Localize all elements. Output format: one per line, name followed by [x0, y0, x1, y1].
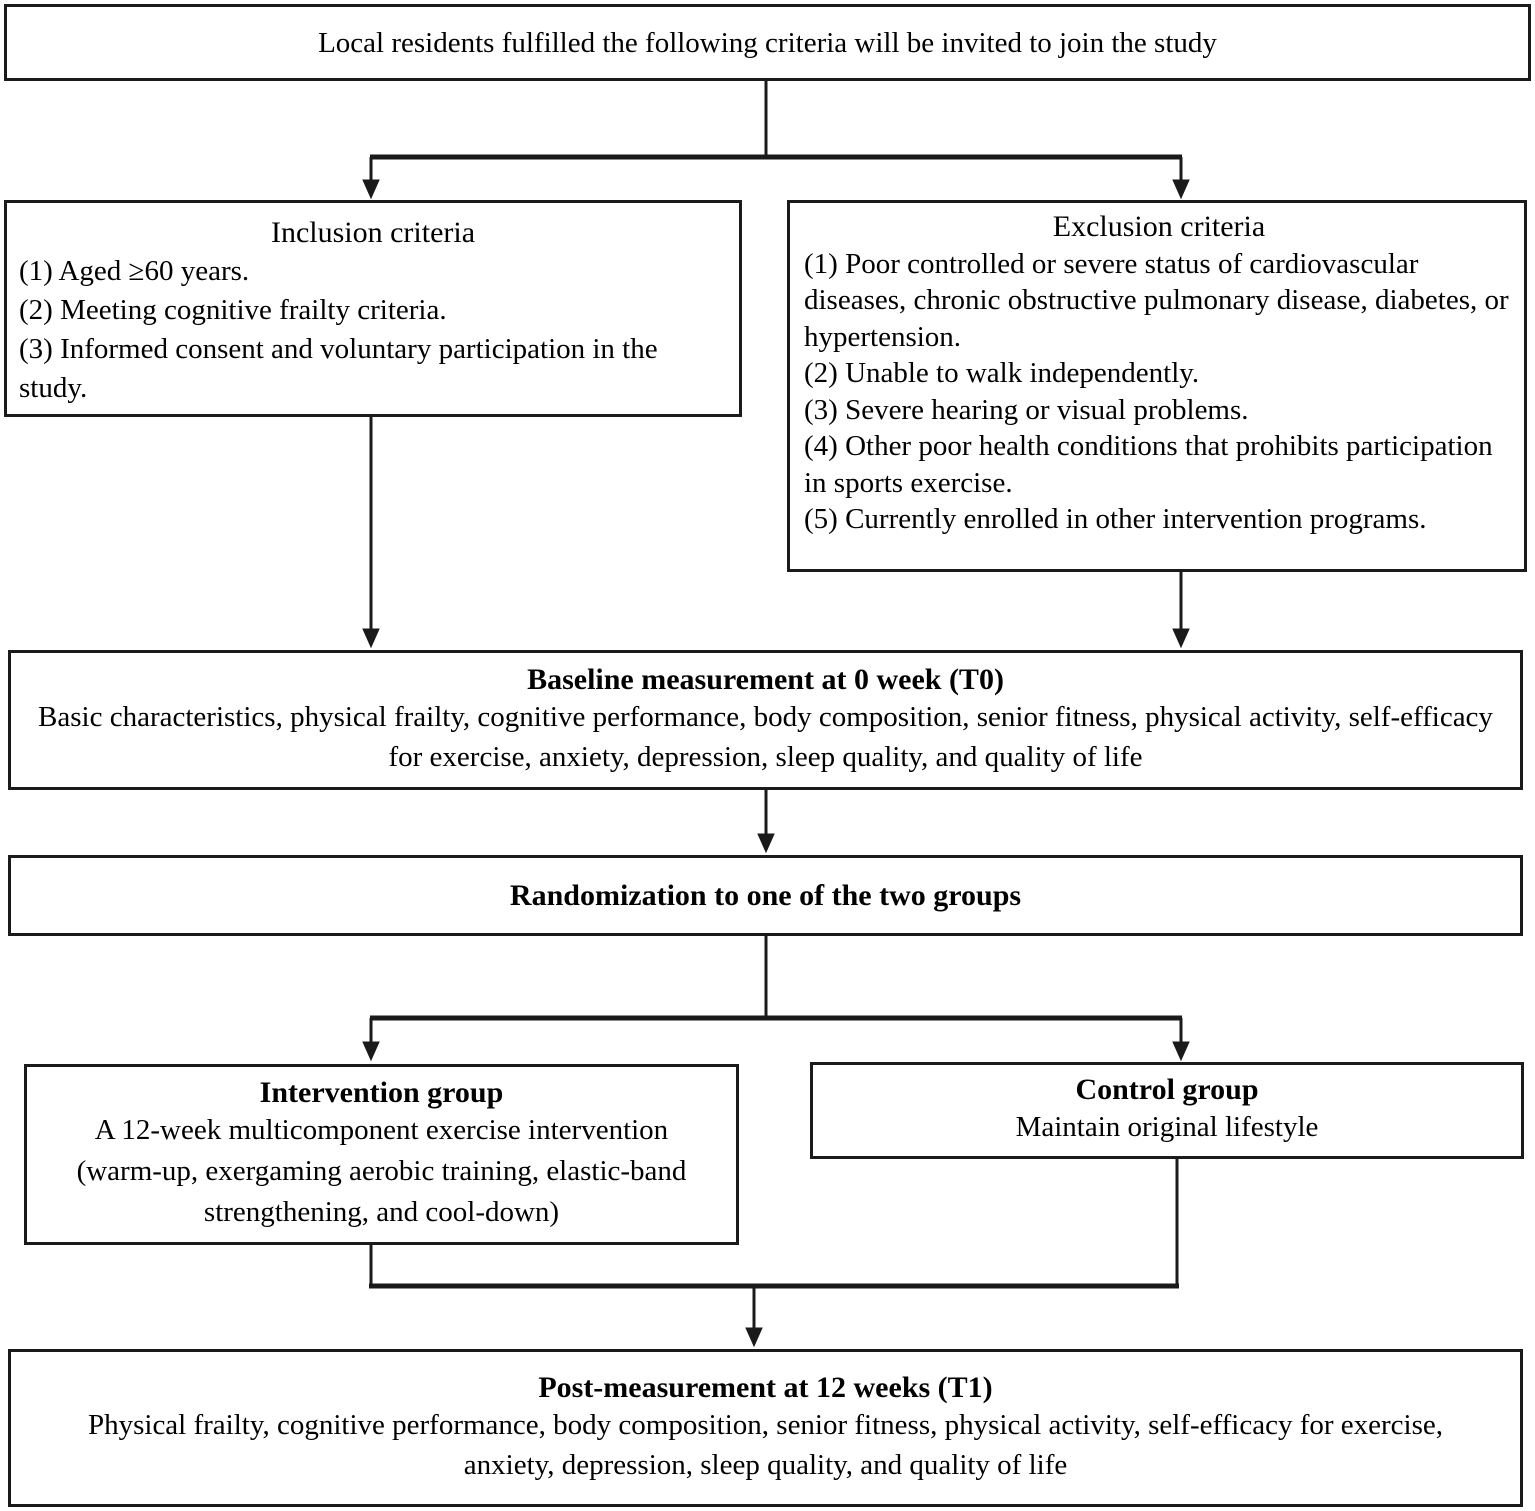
exclusion-item-1: (1) Poor controlled or severe status of …	[804, 247, 1509, 353]
exclusion-to-baseline-arrow	[1172, 572, 1190, 649]
baseline-measurement-box: Baseline measurement at 0 week (T0) Basi…	[8, 650, 1523, 790]
exclusion-item-4: (4) Other poor health conditions that pr…	[804, 430, 1493, 499]
inclusion-to-baseline-arrow	[362, 417, 380, 649]
intervention-group-box: Intervention group A 12-week multicompon…	[24, 1064, 739, 1245]
exclusion-item-2: (2) Unable to walk independently.	[804, 357, 1200, 389]
arrowhead-icon	[1172, 179, 1190, 200]
arrowhead-icon	[362, 628, 380, 649]
control-group-box: Control group Maintain original lifestyl…	[810, 1062, 1524, 1159]
arrowhead-icon	[757, 833, 775, 854]
eligibility-text: Local residents fulfilled the following …	[318, 26, 1217, 59]
intervention-title: Intervention group	[259, 1076, 504, 1109]
control-title: Control group	[1075, 1073, 1259, 1106]
randomization-box: Randomization to one of the two groups	[8, 855, 1523, 936]
merge-to-post-connector	[369, 1158, 1179, 1348]
arrowhead-icon	[1172, 1041, 1190, 1062]
inclusion-title: Inclusion criteria	[270, 216, 476, 249]
baseline-title: Baseline measurement at 0 week (T0)	[527, 663, 1004, 696]
baseline-body: Basic characteristics, physical frailty,…	[38, 701, 1493, 773]
intervention-body: A 12-week multicomponent exercise interv…	[76, 1114, 687, 1228]
inclusion-item-3: (3) Informed consent and voluntary parti…	[19, 333, 658, 404]
exclusion-item-5: (5) Currently enrolled in other interven…	[804, 503, 1427, 535]
inclusion-criteria-box: Inclusion criteria (1) Aged ≥60 years. (…	[4, 200, 742, 417]
post-measurement-box: Post-measurement at 12 weeks (T1) Physic…	[8, 1349, 1523, 1507]
split-groups-connector	[362, 935, 1190, 1062]
post-body: Physical frailty, cognitive performance,…	[87, 1409, 1444, 1481]
arrowhead-icon	[362, 1041, 380, 1062]
randomization-title: Randomization to one of the two groups	[509, 878, 1022, 912]
exclusion-item-3: (3) Severe hearing or visual problems.	[804, 393, 1249, 426]
inclusion-item-1: (1) Aged ≥60 years.	[19, 255, 250, 287]
split-top-connector	[362, 80, 1190, 200]
exclusion-criteria-box: Exclusion criteria (1) Poor controlled o…	[787, 200, 1527, 572]
arrowhead-icon	[745, 1327, 763, 1348]
exclusion-title: Exclusion criteria	[1052, 210, 1266, 243]
control-body: Maintain original lifestyle	[1015, 1111, 1319, 1143]
baseline-to-randomization-arrow	[757, 790, 775, 854]
arrowhead-icon	[362, 179, 380, 200]
post-title: Post-measurement at 12 weeks (T1)	[538, 1371, 993, 1404]
eligibility-box: Local residents fulfilled the following …	[4, 4, 1531, 81]
inclusion-item-2: (2) Meeting cognitive frailty criteria.	[19, 294, 447, 326]
arrowhead-icon	[1172, 628, 1190, 649]
